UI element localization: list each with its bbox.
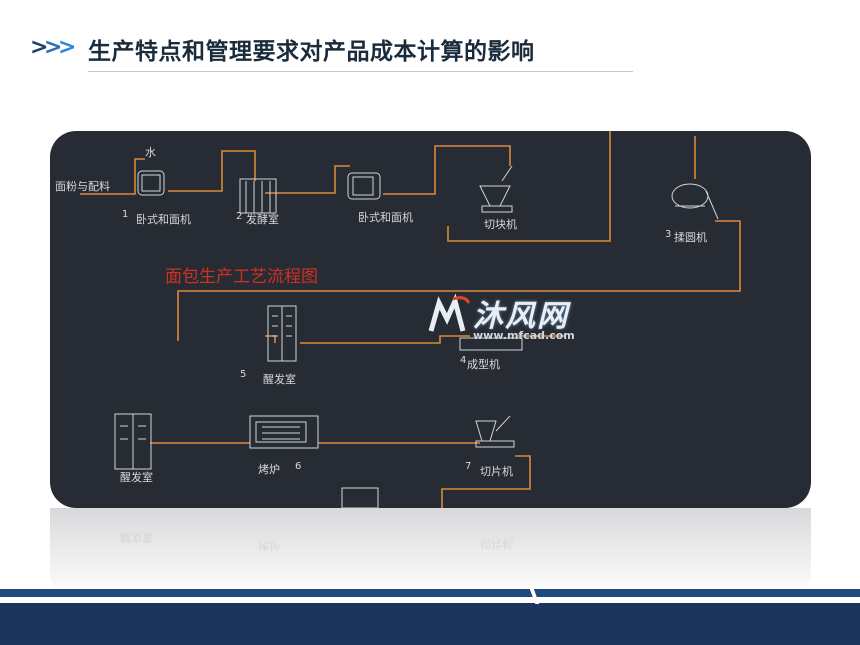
step-number: 3 xyxy=(665,229,672,240)
step-number: 5 xyxy=(240,369,247,380)
label-proof-1: 醒发室 xyxy=(263,373,296,386)
chevron-icon: > xyxy=(44,35,63,60)
reflection-label: 烤炉 xyxy=(258,539,280,552)
slide-header: > > > 生产特点和管理要求对产品成本计算的影响 xyxy=(0,0,860,80)
step-number: 7 xyxy=(465,461,472,472)
chevron-icon: > xyxy=(30,35,49,60)
label-mixer-1: 卧式和面机 xyxy=(136,213,191,226)
step-number: 2 xyxy=(236,211,243,222)
reflection-label: 醒发室 xyxy=(120,531,153,544)
step-number: 1 xyxy=(122,209,129,220)
step-number: 4 xyxy=(460,355,467,366)
label-ferment: 发酵室 xyxy=(246,213,279,226)
label-proof-2: 醒发室 xyxy=(120,471,153,484)
label-former: 成型机 xyxy=(467,358,500,371)
watermark-url: www.mfcad.com xyxy=(473,329,575,342)
step-number: 6 xyxy=(295,461,302,472)
title-underline xyxy=(88,71,633,72)
chevron-icon: > xyxy=(58,35,77,60)
watermark-logo-icon xyxy=(428,293,471,332)
footer-band-bottom xyxy=(0,603,860,645)
slide-title: 生产特点和管理要求对产品成本计算的影响 xyxy=(88,39,535,65)
footer-band-top xyxy=(0,589,860,597)
water-label: 水 xyxy=(145,146,156,159)
flow-title: 面包生产工艺流程图 xyxy=(165,267,318,287)
label-oven: 烤炉 xyxy=(258,463,280,476)
input-label: 面粉与配料 xyxy=(55,180,110,193)
label-mixer-2: 卧式和面机 xyxy=(358,211,413,224)
label-cutter: 切块机 xyxy=(484,218,517,231)
label-slicer: 切片机 xyxy=(480,465,513,478)
label-rounder: 揉圆机 xyxy=(674,231,707,244)
reflection-label: 切片机 xyxy=(480,537,513,550)
footer-band-gap xyxy=(0,597,860,603)
watermark: 沐风网 www.mfcad.com xyxy=(425,291,625,346)
watermark-brand: 沐风网 xyxy=(473,299,569,334)
flow-diagram-panel: 面粉与配料 水 1 卧式和面机 2 发酵室 卧式和面机 切块机 3 揉圆机 面包… xyxy=(50,131,811,508)
flow-lines xyxy=(80,131,741,508)
panel-reflection: 醒发室 烤炉 切片机 xyxy=(50,508,811,598)
